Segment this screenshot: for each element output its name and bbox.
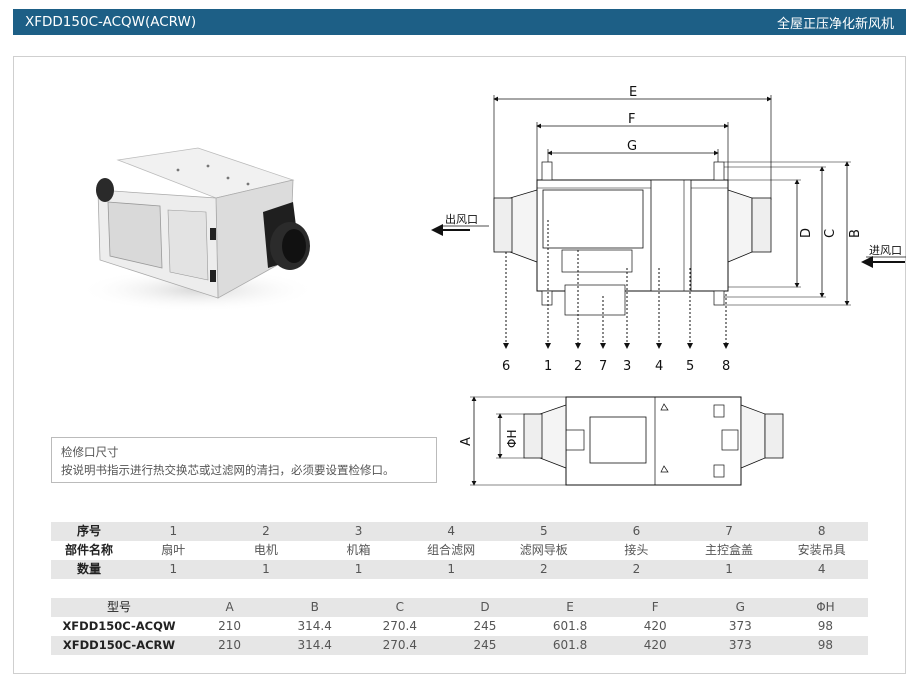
table-header-cell: F: [612, 598, 698, 617]
table-row: XFDD150C-ACQW 210 314.4 270.4 245 601.8 …: [51, 617, 868, 636]
note-title: 检修口尺寸: [61, 445, 119, 459]
table-cell: 601.8: [527, 636, 613, 655]
table-cell: 245: [473, 619, 497, 633]
header-bar: XFDD150C-ACQW(ACRW) 全屋正压净化新风机: [13, 9, 906, 35]
table-cell: 98: [817, 619, 834, 633]
table-header-cell: A: [187, 598, 273, 617]
table-cell: 210: [187, 636, 273, 655]
table-cell: 组合滤网: [427, 543, 476, 557]
spec-table: 型号 A B C D E F G ΦH XFDD150C-ACQW 210 31…: [51, 598, 868, 655]
table-header-row: 型号 A B C D E F G ΦH: [51, 598, 868, 617]
table-cell: 6: [590, 522, 683, 541]
table-cell: 1: [219, 560, 313, 579]
table-cell: 601.8: [552, 619, 588, 633]
table-header-cell: C: [357, 598, 443, 617]
table-cell: 机箱: [346, 543, 371, 557]
table-cell: 98: [782, 636, 868, 655]
table-cell: 373: [697, 636, 783, 655]
table-cell: 主控盒盖: [705, 543, 754, 557]
table-cell: XFDD150C-ACRW: [51, 636, 187, 655]
table-cell: 4: [775, 560, 868, 579]
table-cell: 314.4: [297, 619, 332, 633]
table-row: 数量 1 1 1 1 2 2 1 4: [51, 560, 868, 579]
table-cell: 2: [219, 522, 313, 541]
table-cell: 接头: [624, 543, 649, 557]
table-cell: XFDD150C-ACQW: [62, 619, 176, 633]
table-header-cell: 型号: [51, 598, 187, 617]
note-text: 按说明书指示进行热交换芯或过滤网的清扫，必须要设置检修口。: [61, 463, 395, 477]
table-cell: 420: [643, 619, 667, 633]
table-row: XFDD150C-ACRW 210 314.4 270.4 245 601.8 …: [51, 636, 868, 655]
table-cell: 序号: [51, 522, 127, 541]
table-header-cell: B: [272, 598, 358, 617]
parts-table: 序号 1 2 3 4 5 6 7 8 部件名称 扇叶 电机 机箱 组合滤网 滤网…: [51, 522, 868, 579]
table-cell: 5: [497, 522, 591, 541]
table-cell: 1: [404, 560, 498, 579]
table-header-cell: E: [527, 598, 613, 617]
table-cell: 245: [442, 636, 528, 655]
product-photo: [78, 147, 318, 312]
table-cell: 8: [775, 522, 868, 541]
table-cell: 扇叶: [161, 543, 186, 557]
table-cell: 314.4: [272, 636, 358, 655]
table-cell: 2: [497, 560, 591, 579]
table-cell: 1: [127, 522, 220, 541]
table-cell: 1: [312, 560, 405, 579]
table-row: 部件名称 扇叶 电机 机箱 组合滤网 滤网导板 接头 主控盒盖 安装吊具: [51, 541, 868, 560]
model-title: XFDD150C-ACQW(ACRW): [25, 14, 197, 30]
table-header-cell: D: [442, 598, 528, 617]
table-cell: 数量: [51, 560, 127, 579]
table-row: 序号 1 2 3 4 5 6 7 8: [51, 522, 868, 541]
table-cell: 1: [682, 560, 776, 579]
table-cell: 1: [127, 560, 220, 579]
table-cell: 安装吊具: [797, 543, 846, 557]
product-name: 全屋正压净化新风机: [776, 16, 894, 32]
table-cell: 420: [612, 636, 698, 655]
table-cell: 270.4: [382, 619, 417, 633]
table-cell: 373: [728, 619, 752, 633]
access-port-note: 检修口尺寸 按说明书指示进行热交换芯或过滤网的清扫，必须要设置检修口。: [51, 437, 437, 483]
table-cell: 7: [682, 522, 776, 541]
table-header-cell: ΦH: [782, 598, 868, 617]
table-header-cell: G: [697, 598, 783, 617]
table-cell: 3: [312, 522, 405, 541]
table-cell: 电机: [253, 543, 278, 557]
table-cell: 2: [590, 560, 683, 579]
table-cell: 4: [404, 522, 498, 541]
table-cell: 滤网导板: [519, 543, 568, 557]
table-cell: 部件名称: [64, 543, 113, 557]
table-cell: 210: [218, 619, 242, 633]
table-cell: 270.4: [357, 636, 443, 655]
